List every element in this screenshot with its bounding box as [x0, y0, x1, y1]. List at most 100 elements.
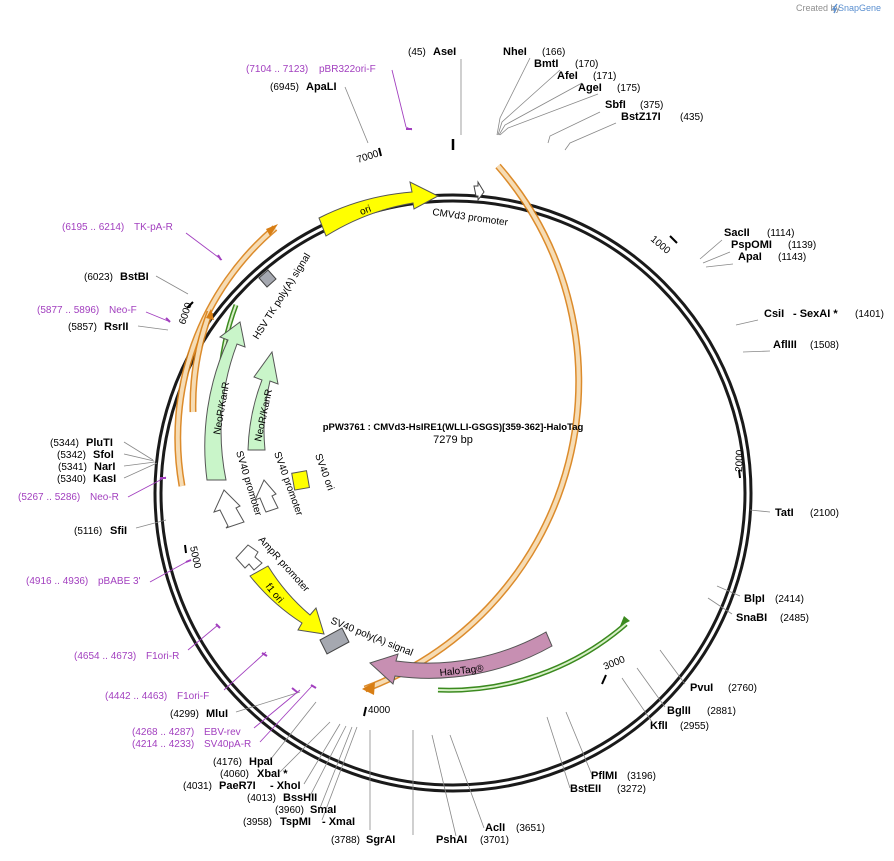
site-name: AgeI: [578, 82, 602, 94]
site-name: PspOMI: [731, 239, 772, 251]
site-pos: (5116): [74, 526, 102, 537]
primer-labels: (7104 .. 7123) pBR322ori-F (6195 .. 6214…: [18, 64, 376, 750]
site-name: MluI: [206, 708, 228, 720]
site-pos: (3788): [331, 835, 360, 846]
site-name: SacII: [724, 227, 750, 239]
site-pos: (170): [575, 59, 598, 70]
cmv-promoter-label: CMVd3 promoter: [432, 207, 510, 229]
site-extra: - SexAI *: [793, 308, 838, 320]
site-pos: (5344): [50, 438, 79, 449]
site-pos: (5342): [57, 450, 86, 461]
site-name: CsiI: [764, 308, 784, 320]
tick-marks: [184, 147, 741, 717]
site-pos: (5341): [58, 462, 87, 473]
site-name: SfiI: [110, 525, 127, 537]
site-pos: (4013): [247, 793, 276, 804]
site-pos: (435): [680, 112, 703, 123]
site-pos: (3196): [627, 771, 656, 782]
site-pos: (175): [617, 83, 640, 94]
site-pos: (1143): [778, 252, 806, 263]
site-name: ApaI: [738, 251, 762, 263]
primer-name: pBR322ori-F: [319, 64, 376, 75]
primer-name: TK-pA-R: [134, 222, 173, 233]
site-name: BmtI: [534, 58, 558, 70]
site-pos: (3701): [480, 835, 509, 846]
site-name: BglII: [667, 705, 691, 717]
sv40-promoter-outer-feature: [213, 489, 245, 529]
site-pos: (5857): [68, 322, 97, 333]
primer-name: pBABE 3': [98, 576, 141, 587]
backbone: [153, 139, 753, 793]
site-pos: (6023): [84, 272, 113, 283]
tick-label: 6000: [177, 301, 194, 326]
primer-name: EBV-rev: [204, 727, 241, 738]
site-leader-lines: [123, 57, 771, 837]
sv40-ori-feature: [291, 470, 311, 491]
site-pos: (166): [542, 47, 565, 58]
credit-text: Created by: [796, 3, 841, 13]
site-pos: (4299): [170, 709, 199, 720]
site-pos: (171): [593, 71, 616, 82]
primer-leader-lines: [127, 69, 413, 743]
ori-label: ori: [358, 204, 373, 218]
site-pos: (1139): [788, 240, 816, 251]
site-name: XbaI *: [257, 768, 288, 780]
snapgene-logo-icon: [831, 3, 838, 14]
site-pos: (1508): [810, 340, 839, 351]
site-name: TspMI: [280, 816, 311, 828]
site-name: SgrAI: [366, 834, 395, 846]
primer-range: (4654 .. 4673): [74, 651, 136, 662]
primer-range: (6195 .. 6214): [62, 222, 124, 233]
ori-feature: [318, 181, 440, 237]
primer-range: (7104 .. 7123): [246, 64, 308, 75]
site-pos: (2760): [728, 683, 757, 694]
site-pos: (3958): [243, 817, 272, 828]
site-name: PluTI: [86, 437, 113, 449]
site-pos: (4031): [183, 781, 212, 792]
site-pos: (6945): [270, 82, 299, 93]
orf-arc-left: [174, 224, 278, 487]
site-pos: (375): [640, 100, 663, 111]
primer-name: F1ori-F: [177, 691, 209, 702]
plasmid-length: 7279 bp: [433, 434, 473, 446]
tick-label: 3000: [602, 654, 627, 673]
site-name: KasI: [93, 473, 116, 485]
f1-ori-feature: [249, 565, 325, 635]
site-pos: (3960): [275, 805, 304, 816]
site-name: AflIII: [773, 339, 797, 351]
primer-range: (5877 .. 5896): [37, 305, 99, 316]
sv40-ori-label: SV40 ori: [312, 452, 335, 492]
primer-range: (4442 .. 4463): [105, 691, 167, 702]
primer-name: Neo-R: [90, 492, 119, 503]
site-name: SbfI: [605, 99, 626, 111]
site-pos: (2414): [775, 594, 804, 605]
primer-range: (5267 .. 5286): [18, 492, 80, 503]
orf-arc-right: [362, 163, 583, 695]
site-pos: (1401): [855, 309, 884, 320]
site-name: TatI: [775, 507, 794, 519]
site-name: PshAI: [436, 834, 467, 846]
site-pos: (2485): [780, 613, 809, 624]
site-name: SnaBI: [736, 612, 767, 624]
site-name: AfeI: [557, 70, 578, 82]
site-name: PvuI: [690, 682, 713, 694]
tick-label: 2000: [734, 449, 746, 472]
neor-outer-feature: [204, 321, 246, 481]
site-labels: (45) AseI NheI (166) BmtI (170) AfeI (17…: [50, 46, 884, 846]
site-name: BstEII: [570, 783, 601, 795]
primer-name: SV40pA-R: [204, 739, 251, 750]
plasmid-name: pPW3761 : CMVd3-HsIRE1(WLLI-GSGS)[359-36…: [323, 422, 584, 433]
primer-marks: [160, 128, 412, 693]
site-name: SmaI: [310, 804, 336, 816]
tick-label: 7000: [356, 148, 381, 165]
ampr-promoter-feature: [235, 544, 263, 571]
site-name: AseI: [433, 46, 456, 58]
site-pos: (1114): [767, 228, 794, 239]
hsv-tk-polya-feature: [258, 269, 277, 288]
sv40-polya-feature: [319, 627, 350, 655]
primer-name: Neo-F: [109, 305, 137, 316]
neor-inner-feature: [247, 350, 279, 451]
site-extra: - XhoI: [270, 780, 301, 792]
